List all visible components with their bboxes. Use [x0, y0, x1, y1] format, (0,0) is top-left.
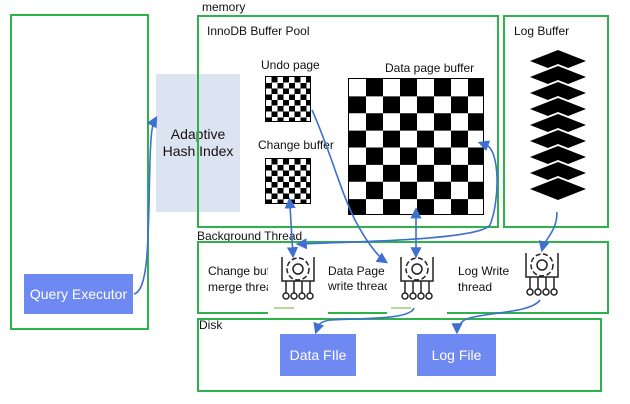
log-buffer-stack — [530, 50, 586, 200]
data-page-write-gear-icon — [387, 247, 447, 317]
log-buffer-title: Log Buffer — [514, 24, 570, 38]
disk-container — [197, 318, 602, 392]
arrow-write-thread-to-data-file — [313, 307, 415, 335]
background-thread-title: Background Thread — [197, 229, 303, 243]
merge-thread-gear-icon — [268, 247, 328, 317]
adaptive-hash-index-box: Adaptive Hash Index — [156, 74, 240, 212]
undo-page-grid — [265, 76, 311, 122]
query-executor-box: Query Executor — [24, 274, 133, 314]
data-page-write-label: Data Page write thread — [328, 264, 391, 293]
log-file-box: Log File — [417, 334, 496, 376]
query-executor-container — [10, 14, 149, 330]
data-file-box: Data FIle — [280, 334, 356, 376]
arrow-log-buffer-to-log-write — [538, 211, 558, 253]
log-write-gear-icon — [512, 247, 572, 303]
data-page-buffer-label: Data page buffer — [385, 61, 475, 75]
data-file-label: Data FIle — [289, 347, 347, 363]
arrow-executor-to-ahi — [133, 115, 158, 295]
disk-title: Disk — [199, 318, 223, 332]
arrow-undo-to-write-thread — [311, 109, 388, 264]
undo-page-label: Undo page — [261, 58, 320, 72]
buffer-pool-title: InnoDB Buffer Pool — [207, 24, 310, 38]
memory-label: memory — [202, 0, 246, 14]
arrow-change-buffer-to-merge — [284, 197, 299, 259]
log-file-label: Log File — [431, 347, 482, 363]
log-write-label: Log Write thread — [458, 264, 510, 294]
arrow-data-buffer-to-merge — [295, 140, 498, 250]
log-buffer-container — [503, 15, 609, 228]
query-executor-label: Query Executor — [29, 286, 128, 302]
arrow-log-write-to-log-file — [451, 299, 541, 335]
